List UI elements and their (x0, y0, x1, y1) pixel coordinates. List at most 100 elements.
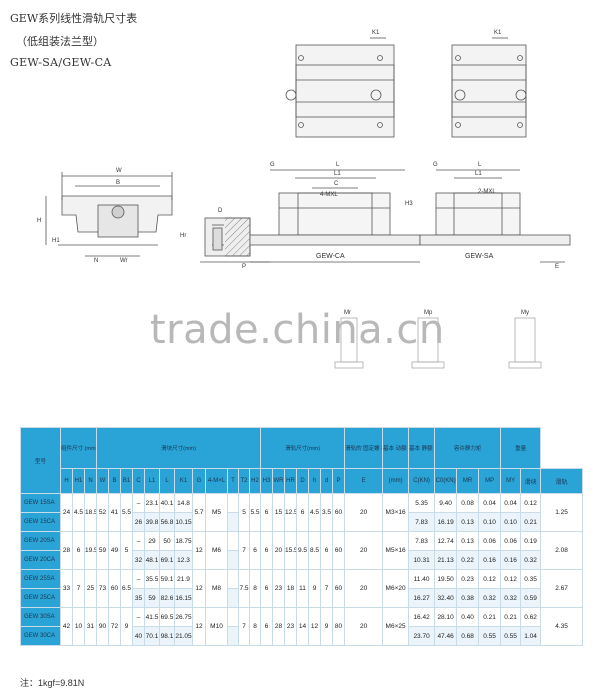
table-cell (227, 493, 239, 513)
table-cell: 8 (248, 569, 262, 608)
subheader-p: P (332, 468, 346, 494)
label-n: N (94, 258, 98, 264)
label-my: My (521, 310, 529, 316)
watermark: trade.china.cn (150, 307, 445, 353)
table-cell: 20 (344, 531, 384, 570)
subheader-k1: K1 (174, 468, 193, 494)
label-c: C (334, 181, 339, 187)
table-cell (227, 626, 239, 646)
table-cell: 82.6 (159, 588, 175, 608)
table-cell: 23.70 (408, 626, 436, 646)
label-k1: K1 (372, 30, 380, 36)
table-cell: 0.55 (500, 626, 522, 646)
table-cell: M10 (205, 607, 228, 646)
table-cell: 72 (108, 607, 121, 646)
table-cell: 0.12 (500, 569, 522, 589)
header-moment: 容许静力矩 (434, 427, 502, 469)
table-cell: 7 (238, 607, 250, 646)
table-cell: 4.5 (72, 493, 85, 532)
table-cell: M6×25 (382, 607, 410, 646)
table-cell: 12.5 (284, 493, 298, 532)
table-cell: 7 (72, 569, 85, 608)
table-cell: – (132, 607, 145, 627)
table-cell: 2.67 (540, 569, 583, 608)
table-cell: 0.40 (456, 607, 480, 627)
table-cell: 20 (272, 531, 286, 570)
label-e: E (555, 264, 559, 270)
table-cell: 4.35 (540, 607, 583, 646)
table-cell: 0.10 (478, 512, 502, 532)
subheader-l: L (159, 468, 175, 494)
table-cell: GEW 15SA (20, 493, 61, 513)
label-h: H (37, 218, 41, 224)
table-cell: 10.15 (174, 512, 193, 532)
subheader-t: T (227, 468, 239, 494)
table-cell: GEW 30CA (20, 626, 61, 646)
table-cell: 26 (132, 512, 145, 532)
table-cell: 10 (72, 607, 85, 646)
table-cell: 32 (132, 550, 145, 570)
table-cell: 70.1 (144, 626, 160, 646)
table-cell: GEW 20CA (20, 550, 61, 570)
table-cell: 47.46 (434, 626, 458, 646)
table-cell: 20 (344, 607, 384, 646)
table-cell: 18.75 (174, 531, 193, 551)
table-cell: 20 (344, 569, 384, 608)
subheader-d: d (320, 468, 334, 494)
table-cell: 6 (72, 531, 85, 570)
table-cell: 3.5 (320, 493, 334, 532)
table-cell: 11 (296, 569, 310, 608)
table-cell: 41 (108, 493, 121, 532)
table-cell: 7 (238, 531, 250, 570)
table-cell: 49 (108, 531, 121, 570)
header-rail: 滑轨尺寸(mm) (260, 427, 346, 469)
page-subtitle: （低组装法兰型） (16, 35, 104, 48)
table-cell: 69.5 (159, 607, 175, 627)
label-l1: L1 (334, 171, 341, 177)
table-cell: 26.75 (174, 607, 193, 627)
table-cell: 11.40 (408, 569, 436, 589)
table-cell: M5 (205, 493, 228, 532)
table-cell: 12 (192, 569, 206, 608)
subheader-block-w: 滑块 (520, 468, 542, 494)
table-cell: 21.13 (434, 550, 458, 570)
side-view-sa (419, 169, 571, 263)
table-cell: 0.59 (520, 588, 542, 608)
table-cell: 25 (84, 569, 97, 608)
table-cell: 9.5 (296, 531, 310, 570)
subheader-h1: H1 (72, 468, 85, 494)
table-cell: 0.55 (478, 626, 502, 646)
table-cell: 16.15 (174, 588, 193, 608)
table-cell: 6 (320, 531, 334, 570)
subheader-n: N (84, 468, 97, 494)
subheader-c-kn: C(KN) (408, 468, 436, 494)
table-cell: 0.32 (478, 588, 502, 608)
header-static-load: 基本 静额 定负荷 (408, 427, 436, 469)
table-cell: M3×16 (382, 493, 410, 532)
subheader-h2: H2 (248, 468, 262, 494)
table-cell: 24 (60, 493, 73, 532)
table-cell: 29 (144, 531, 160, 551)
top-view-sa (451, 37, 527, 138)
label-g: G (270, 162, 275, 168)
table-cell: 21.05 (174, 626, 193, 646)
table-cell: 32.40 (434, 588, 458, 608)
label-b: B (116, 180, 120, 186)
subheader-h3: H3 (260, 468, 274, 494)
label-4mxl: 4-MXL (320, 192, 338, 198)
table-cell: 12 (308, 607, 322, 646)
table-cell (227, 531, 239, 551)
subheader-mp: MP (478, 468, 502, 494)
table-cell: 60 (332, 531, 346, 570)
label-mr: Mr (344, 310, 351, 316)
table-cell: 14.8 (174, 493, 193, 513)
header-weight: 重量 (500, 427, 542, 469)
table-cell: 0.21 (520, 512, 542, 532)
table-cell: 6 (260, 607, 274, 646)
table-cell: 50 (159, 531, 175, 551)
label-d: D (218, 208, 223, 214)
table-cell: 5 (238, 493, 250, 532)
header-dynamic-load: 基本 动额 定负荷 (382, 427, 410, 469)
header-bolt: 滑轨的 固定螺 栓尺寸 (344, 427, 384, 469)
